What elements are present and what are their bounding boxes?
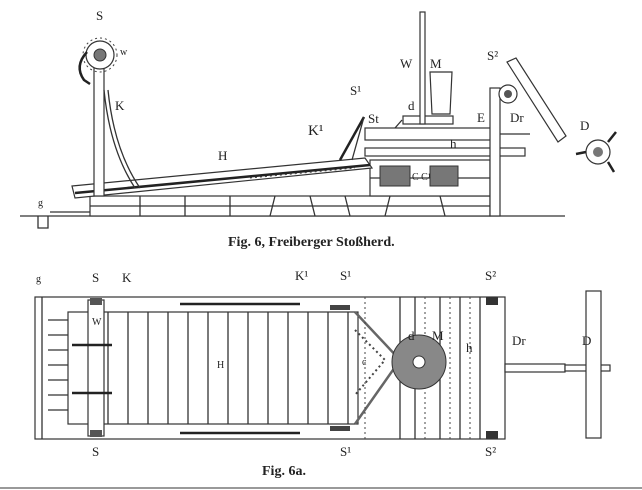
label-D: D <box>582 333 591 348</box>
label-d: d <box>408 98 415 113</box>
drive-shaft-D <box>585 290 602 439</box>
label-d: d <box>408 328 415 343</box>
rod-W <box>419 11 426 125</box>
label-S1-bottom: S¹ <box>340 444 351 459</box>
label-St: St <box>368 111 379 126</box>
label-S2-bottom: S² <box>485 444 496 459</box>
caption-fig6: Fig. 6, Freiberger Stoßherd. <box>228 235 395 250</box>
right-post <box>489 57 617 217</box>
caption-fig6a: Fig. 6a. <box>262 464 306 479</box>
feed-section <box>90 297 498 439</box>
label-C: C C¹ <box>412 172 431 183</box>
hopper-M <box>429 71 453 115</box>
label-S2-top: S² <box>485 268 496 283</box>
label-h: h <box>450 136 457 151</box>
label-W: W <box>400 56 413 71</box>
label-K: K <box>122 270 132 285</box>
label-M: M <box>430 56 442 71</box>
label-c: c <box>362 357 367 368</box>
label-S2: S² <box>487 48 498 63</box>
gutter <box>37 216 49 229</box>
label-E: E <box>477 110 485 125</box>
label-W: W <box>92 317 102 328</box>
plan-view-drawing <box>34 290 611 440</box>
drive-rod-Dr <box>506 57 567 143</box>
label-K: K <box>115 98 125 113</box>
label-g: g <box>36 274 41 285</box>
label-M: M <box>432 328 444 343</box>
label-S-bottom: S <box>92 444 99 459</box>
label-S1-top: S¹ <box>340 268 351 283</box>
drive-table <box>364 11 530 157</box>
label-S1: S¹ <box>350 83 361 98</box>
label-g: g <box>38 198 43 209</box>
label-w: w <box>120 47 128 58</box>
label-K1: K¹ <box>308 123 323 139</box>
label-S: S <box>96 8 103 23</box>
label-Dr: Dr <box>512 333 526 348</box>
label-S-top: S <box>92 270 99 285</box>
side-view-drawing <box>20 11 617 229</box>
label-H: H <box>218 148 227 163</box>
label-Dr: Dr <box>510 110 524 125</box>
left-frame <box>78 37 141 197</box>
label-K1: K¹ <box>295 268 308 283</box>
label-H: H <box>217 360 224 371</box>
label-h: h <box>466 340 473 355</box>
stone-foundation <box>89 159 491 217</box>
drive-assembly <box>504 290 611 439</box>
hearth-table <box>71 157 374 199</box>
drive-rod-Dr <box>504 363 566 373</box>
label-D: D <box>580 118 589 133</box>
hearth-boards <box>41 297 349 439</box>
